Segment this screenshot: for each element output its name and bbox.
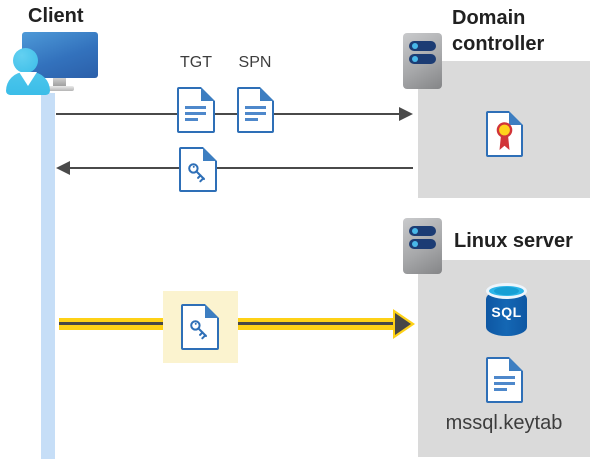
server-led: [409, 226, 436, 236]
client-label: Client: [28, 5, 84, 27]
monitor-stand: [53, 78, 66, 87]
spn-document-icon: [237, 87, 274, 133]
folded-corner-icon: [201, 87, 215, 101]
keytab-document-icon: [486, 357, 523, 403]
folded-corner-icon: [509, 111, 523, 125]
key-icon: [188, 163, 206, 183]
spn-label: SPN: [238, 54, 272, 71]
folded-corner-icon: [260, 87, 274, 101]
arrowhead-left-icon: [56, 161, 70, 175]
request-arrow-line: [56, 113, 399, 115]
linux-server-title: Linux server: [454, 230, 573, 252]
folded-corner-icon: [509, 357, 523, 371]
tgt-document-icon: [177, 87, 215, 133]
auth-arrowhead-icon: [395, 313, 411, 335]
sql-label: SQL: [491, 304, 522, 320]
certificate-icon: [486, 111, 523, 157]
server-led: [409, 54, 436, 64]
ticket-key-document-icon: [179, 147, 217, 192]
client-lifeline: [41, 93, 55, 459]
tgt-label: TGT: [180, 54, 212, 71]
monitor-stand-base: [45, 86, 74, 91]
keytab-filename-label: mssql.keytab: [445, 412, 563, 434]
sql-database-icon: SQL: [486, 283, 527, 336]
folded-corner-icon: [205, 304, 219, 318]
response-arrow-line: [70, 167, 413, 169]
key-icon: [190, 320, 208, 340]
linux-server-icon: [403, 218, 442, 274]
server-led: [409, 239, 436, 249]
domain-controller-title: Domain controller: [452, 7, 545, 55]
server-led: [409, 41, 436, 51]
folded-corner-icon: [203, 147, 217, 161]
domain-controller-server-icon: [403, 33, 442, 89]
highlighted-ticket-key-document-icon: [181, 304, 219, 350]
arrowhead-right-icon: [399, 107, 413, 121]
user-collar: [19, 72, 37, 86]
rosette-seal-icon: [496, 122, 513, 150]
user-icon: [13, 48, 38, 73]
